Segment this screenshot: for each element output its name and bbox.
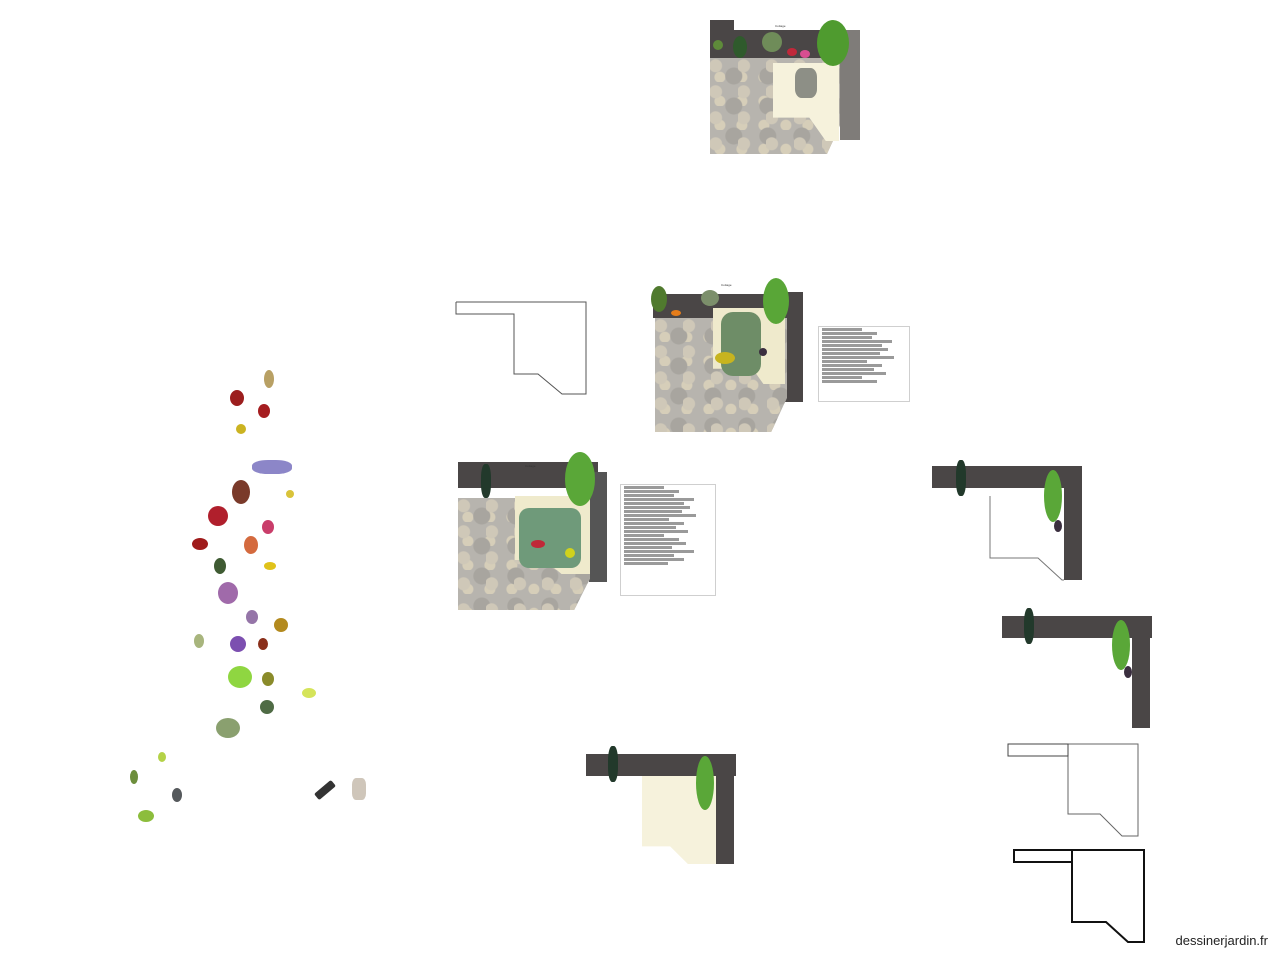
flower-icon[interactable] [236,424,246,434]
tree-icon [1112,620,1130,670]
succulent-icon[interactable] [228,666,252,688]
lavender-icon[interactable] [230,636,246,652]
shrub-icon [795,68,817,98]
flower-icon[interactable] [264,562,276,570]
succulent-icon [1124,666,1132,678]
rose-icon[interactable] [262,520,274,534]
rose-icon[interactable] [258,404,270,418]
plan-wall-right [1132,616,1150,728]
outline-left[interactable] [452,296,592,396]
plan-label: Cottage [525,464,536,468]
shrub-icon[interactable] [214,558,226,574]
fern-icon[interactable] [158,752,166,762]
plan-right-partial-2[interactable] [1000,604,1160,732]
tree-icon [651,286,667,312]
tree-icon [817,20,849,66]
shrub-icon[interactable] [172,788,182,802]
rose-icon[interactable] [232,480,250,504]
outline-right-1[interactable] [1004,740,1144,840]
flower-icon[interactable] [302,688,316,698]
succulent-icon [759,348,767,356]
fountain-icon[interactable] [352,778,366,800]
bench-icon[interactable] [314,779,336,801]
tree-icon [1024,608,1034,644]
tree-icon [696,756,714,810]
shrub-icon [762,32,782,52]
plant-list-legend [620,484,716,596]
plan-wall-right [589,472,607,582]
plan-right-partial-1[interactable] [930,458,1090,586]
flower-icon[interactable] [244,536,258,554]
flower-icon[interactable] [258,638,268,650]
plant-palette [120,360,410,830]
lavender-icon[interactable] [218,582,238,604]
plant-list-legend [818,326,910,402]
rose-icon[interactable] [230,390,244,406]
shrub-icon [701,290,719,306]
flower-icon [531,540,545,548]
tree-icon [565,452,595,506]
flower-icon [800,50,810,58]
plan-wall-right [716,754,734,864]
flower-icon[interactable] [274,618,288,632]
flower-icon[interactable] [262,672,274,686]
plan-middle-detailed[interactable]: Cottage [645,276,815,436]
flower-icon [721,312,761,376]
tree-icon [481,464,491,498]
grass-icon[interactable] [264,370,274,388]
succulent-icon[interactable] [216,718,240,738]
plan-wall-right [1064,466,1082,580]
plan-left-detailed[interactable]: Cottage [455,452,615,617]
plan-label: Cottage [721,283,732,287]
flower-icon[interactable] [286,490,294,498]
fern-icon[interactable] [138,810,154,822]
flower-icon [565,548,575,558]
plan-label: Cottage [775,24,786,28]
watermark: dessinerjardin.fr [1175,933,1269,948]
flower-icon [715,352,735,364]
outline-right-2[interactable] [1010,846,1150,946]
rose-icon[interactable] [192,538,208,550]
flower-icon [671,310,681,316]
shrub-icon[interactable] [260,700,274,714]
flower-icon [519,508,581,568]
tree-icon [956,460,966,496]
plan-outline [989,496,1064,581]
lavender-icon[interactable] [252,460,292,474]
plan-top-detailed[interactable]: Cottage [705,18,880,178]
flower-icon [787,48,797,56]
plan-wall-right [785,292,803,402]
rose-icon[interactable] [208,506,228,526]
tree-icon [763,278,789,324]
plant-icon [733,36,747,58]
tree-icon [1044,470,1062,522]
plan-bottom-partial[interactable] [584,740,744,870]
succulent-icon [1054,520,1062,532]
flower-icon[interactable] [246,610,258,624]
fern-icon[interactable] [130,770,138,784]
plant-icon [713,40,723,50]
fern-icon[interactable] [194,634,204,648]
tree-icon [608,746,618,782]
